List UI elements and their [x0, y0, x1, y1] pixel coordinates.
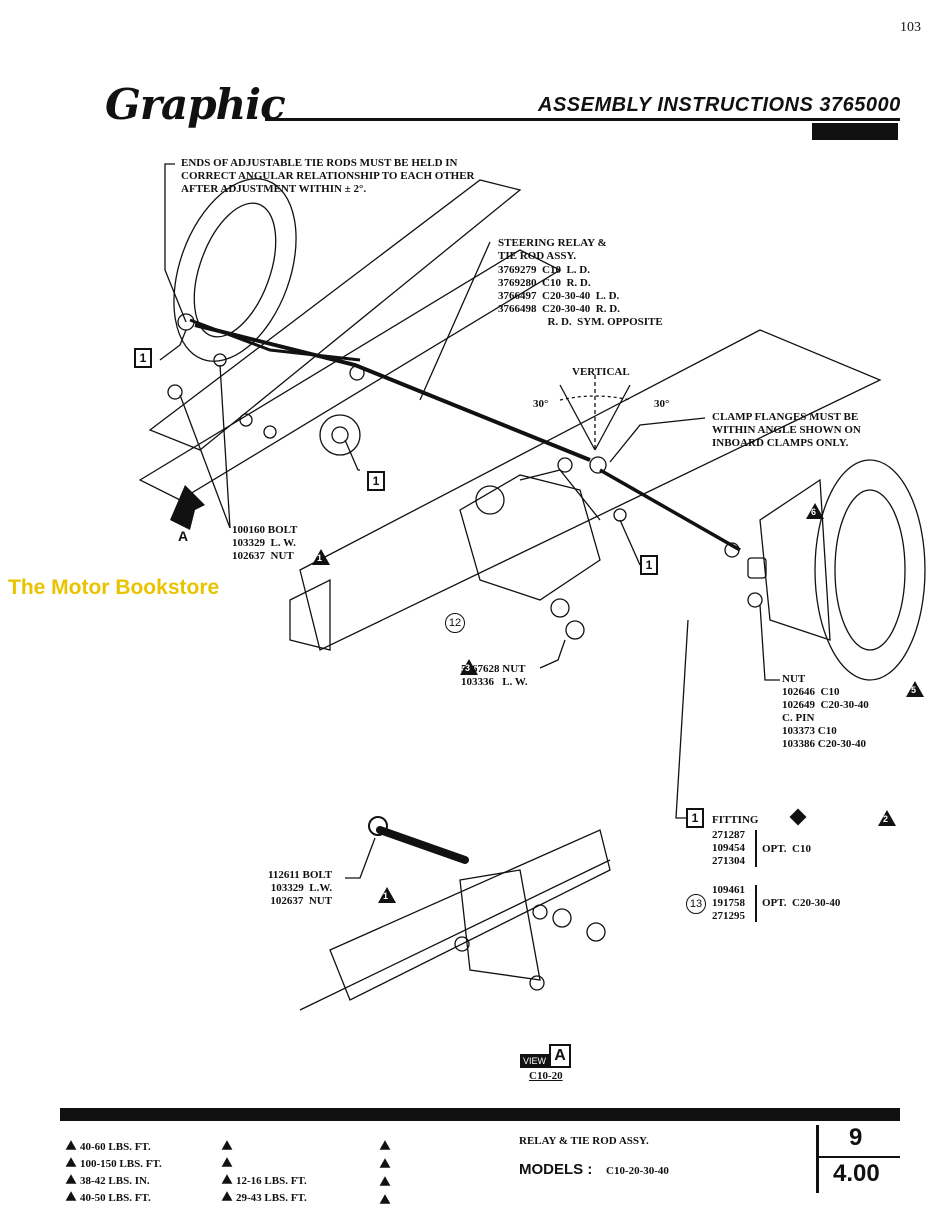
torque-legend-col3 [376, 1137, 394, 1209]
fitting-c10-parts: 271287 109454 271304 [712, 829, 745, 867]
tie-rod-left [189, 318, 361, 362]
crossmember [299, 329, 882, 651]
tie-rod-right [599, 468, 741, 552]
fitting-label: FITTING [712, 814, 759, 826]
page-number: 103 [900, 20, 921, 35]
right-brake-drum [814, 459, 926, 681]
models-value: C10-20-30-40 [606, 1165, 669, 1177]
clamp-flange-note: CLAMP FLANGES MUST BE WITHIN ANGLE SHOWN… [712, 411, 861, 449]
header-rule [265, 118, 900, 121]
relay-assy-title: STEERING RELAY & TIE ROD ASSY. [498, 237, 607, 262]
view-letter: A [549, 1044, 572, 1068]
fitting-c20-parts: 109461 191758 271295 [712, 884, 745, 922]
bolt-group-callout: 100160 BOLT 103329 L. W. 102637 NUT [232, 524, 298, 562]
header-title: ASSEMBLY INSTRUCTIONS 3765000 [538, 94, 901, 116]
torque-triangle-2: 2 [878, 810, 896, 826]
models-label: MODELS : [519, 1161, 593, 1178]
item-box-1-left: 1 [134, 348, 152, 368]
view-a-bolt-callout: 112611 BOLT 103329 L.W. 102637 NUT [268, 869, 333, 907]
view-a-caption: C10-20 [529, 1070, 563, 1082]
angle-right-label: 30° [654, 398, 670, 410]
footer-bar [60, 1108, 900, 1121]
section-divider [816, 1125, 819, 1193]
torque-row-1: 40-60 LBS. FT. [62, 1137, 162, 1154]
graphic-logo: Graphic [105, 80, 286, 129]
torque-row-2: 100-150 LBS. FT. [62, 1154, 162, 1171]
item-box-1-right: 1 [640, 555, 658, 575]
view-a-arrow [170, 485, 205, 530]
section-number: 9 [849, 1124, 863, 1151]
section-page: 4.00 [833, 1160, 880, 1187]
vertical-label: VERTICAL [572, 366, 630, 378]
steering-gear [459, 474, 601, 601]
torque-row-6: 29-43 LBS. FT. [218, 1188, 307, 1205]
torque-triangle-5: 5 [906, 681, 924, 697]
torque-triangle-6: 6 [806, 503, 824, 519]
fitting-c10-option: OPT. C10 [762, 843, 811, 855]
view-a-drawing [299, 816, 611, 1011]
header-bar [812, 123, 898, 140]
view-box: VIEW [520, 1054, 550, 1068]
torque-row-4: 40-50 LBS. FT. [62, 1188, 162, 1205]
watermark: The Motor Bookstore [8, 576, 220, 599]
frame-rail-lower [138, 249, 562, 501]
angle-left-label: 30° [533, 398, 549, 410]
arrow-a-letter: A [178, 528, 189, 544]
relay-rod [194, 323, 591, 462]
relay-part-numbers: 3769279 C10 L. D. 3769280 C10 R. D. 3766… [498, 264, 663, 328]
item-circle-13: 13 [686, 894, 706, 914]
torque-row-5: 12-16 LBS. FT. [218, 1171, 307, 1188]
tie-rod-angle-note: ENDS OF ADJUSTABLE TIE RODS MUST BE HELD… [181, 157, 475, 195]
torque-triangle-1: 1 [312, 549, 330, 565]
fitting-c20-bracket [755, 885, 757, 922]
item-box-1-fitting: 1 [686, 808, 704, 828]
torque-row-3: 38-42 LBS. IN. [62, 1171, 162, 1188]
torque-triangle-view-a: 1 [378, 887, 396, 903]
torque-triangle-3: 3 [460, 659, 478, 675]
item-circle-12: 12 [445, 613, 465, 633]
left-brake-drum [173, 178, 297, 362]
assy-title: RELAY & TIE ROD ASSY. [519, 1135, 649, 1147]
torque-legend-col2: 12-16 LBS. FT. 29-43 LBS. FT. [218, 1137, 307, 1205]
right-nut-callout: NUT 102646 C10 102649 C20-30-40 C. PIN 1… [782, 673, 869, 750]
torque-legend-col1: 40-60 LBS. FT. 100-150 LBS. FT. 38-42 LB… [62, 1137, 162, 1205]
frame-rail-upper [148, 179, 522, 451]
section-rule [816, 1156, 900, 1158]
fitting-c20-option: OPT. C20-30-40 [762, 897, 841, 909]
fitting-c10-bracket [755, 830, 757, 867]
item-box-1-center: 1 [367, 471, 385, 491]
